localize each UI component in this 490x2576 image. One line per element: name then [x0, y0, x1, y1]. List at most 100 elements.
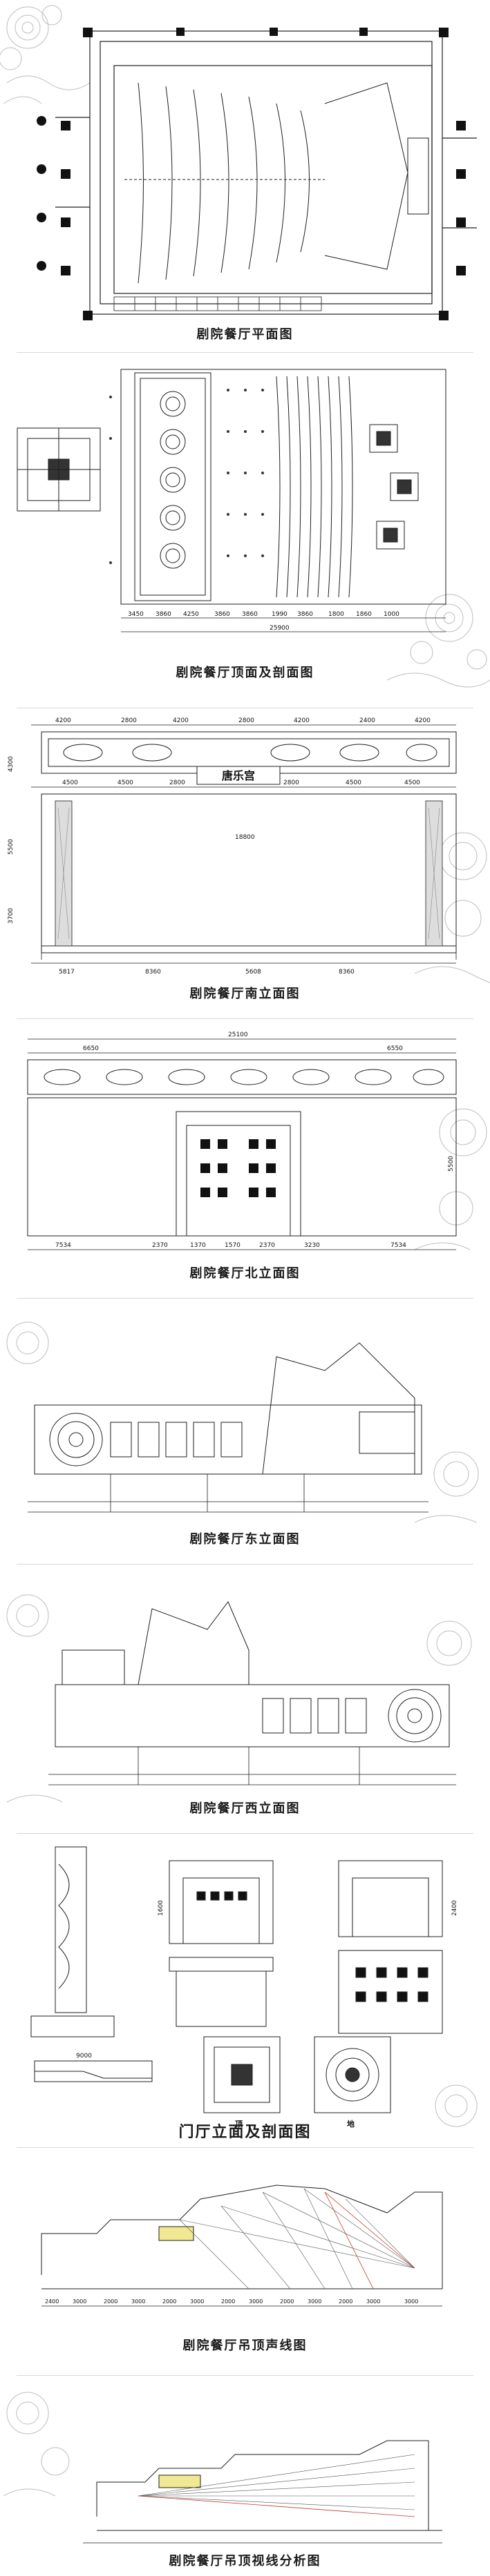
rear-wall [27, 1097, 457, 1237]
divider [17, 352, 473, 353]
foyer-elevation-left [169, 1860, 274, 2027]
dimension-label: 4200 [173, 717, 189, 724]
dimension-label: 2000 [162, 2298, 176, 2305]
dimension-label: 1570 [225, 1242, 241, 1249]
ceiling-coffer-column [134, 372, 211, 601]
decorative-ornament [435, 2084, 478, 2127]
side-pillars [55, 800, 443, 947]
sightlines-drawing [3, 2392, 442, 2544]
dimension-label: 2370 [152, 1242, 168, 1249]
ceiling-label: 顶 [235, 2120, 243, 2129]
sheet-caption: 剧院餐厅西立面图 [189, 1801, 301, 1816]
sight-lines-highlight [138, 2495, 415, 2517]
dimension-label: 1600 [158, 1900, 164, 1916]
dimension-label: 8360 [339, 969, 355, 976]
foyer-ceiling-plan [203, 2036, 281, 2113]
dimension-label: 3860 [242, 611, 258, 618]
sheet-caption: 剧院餐厅北立面图 [189, 1266, 301, 1281]
divider [17, 1833, 473, 1834]
dimension-label: 4500 [117, 779, 133, 786]
side-ceiling-detail [17, 427, 101, 512]
sound-rays [179, 2188, 415, 2289]
sheet-caption: 门厅立面及剖面图 [178, 2124, 312, 2141]
sheet-caption: 剧院餐厅顶面及剖面图 [176, 666, 314, 680]
east-elevation-panel: 剧院餐厅东立面图 [0, 1301, 490, 1560]
dimension-label: 2800 [283, 779, 299, 786]
dimension-label: 2370 [259, 1242, 275, 1249]
foyer-floor-plan [314, 2036, 391, 2113]
dimension-labels: 9000 1600 2400 [76, 1900, 458, 2060]
dimension-label: 6550 [387, 1045, 403, 1052]
dimension-label: 3000 [73, 2298, 86, 2305]
dimension-label: 4500 [62, 779, 78, 786]
dimension-label: 2000 [221, 2298, 235, 2305]
dimension-label: 8360 [145, 969, 161, 976]
dimension-label: 3450 [128, 611, 144, 618]
dimension-label: 5817 [59, 969, 75, 976]
dimension-label: 2800 [238, 717, 254, 724]
dimension-label: 4300 [8, 756, 15, 772]
dimension-label: 1000 [384, 611, 399, 618]
dimension-label: 25100 [228, 1032, 248, 1038]
stage [324, 82, 429, 270]
dimension-label: 3860 [297, 611, 313, 618]
outer-wall [89, 30, 443, 315]
dimension-label: 5500 [8, 839, 15, 855]
ceiling-dots [109, 389, 264, 564]
sight-lines [138, 2454, 415, 2510]
sheet-caption: 剧院餐厅吊顶声线图 [182, 2338, 308, 2353]
dimension-label: 4500 [404, 779, 420, 786]
hall-section [96, 2440, 442, 2531]
dimension-line [121, 617, 446, 632]
dimension-label: 3230 [304, 1242, 320, 1249]
divider [17, 1018, 473, 1019]
dimension-label: 3000 [404, 2298, 418, 2305]
sheet-caption: 剧院餐厅东立面图 [189, 1532, 301, 1547]
sheet-caption: 剧院餐厅吊顶视线分析图 [169, 2554, 321, 2568]
dimension-label: 1990 [272, 611, 288, 618]
dimension-label: 2800 [169, 779, 185, 786]
dimension-label: 4200 [55, 717, 71, 724]
dimension-label: 3700 [8, 908, 15, 924]
columns [37, 28, 466, 320]
dimension-label: 3000 [249, 2298, 263, 2305]
dimension-label: 4500 [346, 779, 361, 786]
dimension-label: 3000 [308, 2298, 321, 2305]
door-panels [200, 1139, 276, 1197]
foyer-side-section [30, 1846, 153, 2082]
decorative-ornament [3, 2392, 70, 2497]
sign-text: 唐乐宫 [222, 769, 255, 782]
dimension-label: 5500 [448, 1156, 455, 1172]
sound-rays-highlight [324, 2191, 415, 2289]
sightlines-panel: 剧院餐厅吊顶视线分析图 [0, 2379, 490, 2576]
decorative-ornament [6, 1594, 472, 1803]
dimension-label: 2800 [121, 717, 137, 724]
foyer-drawing: 9000 1600 2400 [30, 1846, 478, 2127]
foyer-panel: 9000 1600 2400 顶 地 门厅立面及剖面图 [0, 1837, 490, 2144]
dimension-label: 2400 [45, 2298, 59, 2305]
dimension-label: 3000 [190, 2298, 204, 2305]
west-facade [55, 1601, 450, 1747]
divider [17, 2375, 473, 2376]
lobby-grid [113, 296, 322, 311]
ceiling-medallions [369, 424, 419, 550]
dimension-label: 1800 [328, 611, 344, 618]
dimension-label: 4200 [294, 717, 310, 724]
sheet-caption: 剧院餐厅南立面图 [189, 987, 301, 1001]
dimension-label: 25900 [270, 625, 290, 632]
dimension-label: 3000 [131, 2298, 145, 2305]
dimension-label: 9000 [76, 2053, 92, 2060]
dimension-label: 6650 [83, 1045, 99, 1052]
dimension-label: 4250 [183, 611, 199, 618]
west-elevation-drawing [6, 1594, 472, 1803]
